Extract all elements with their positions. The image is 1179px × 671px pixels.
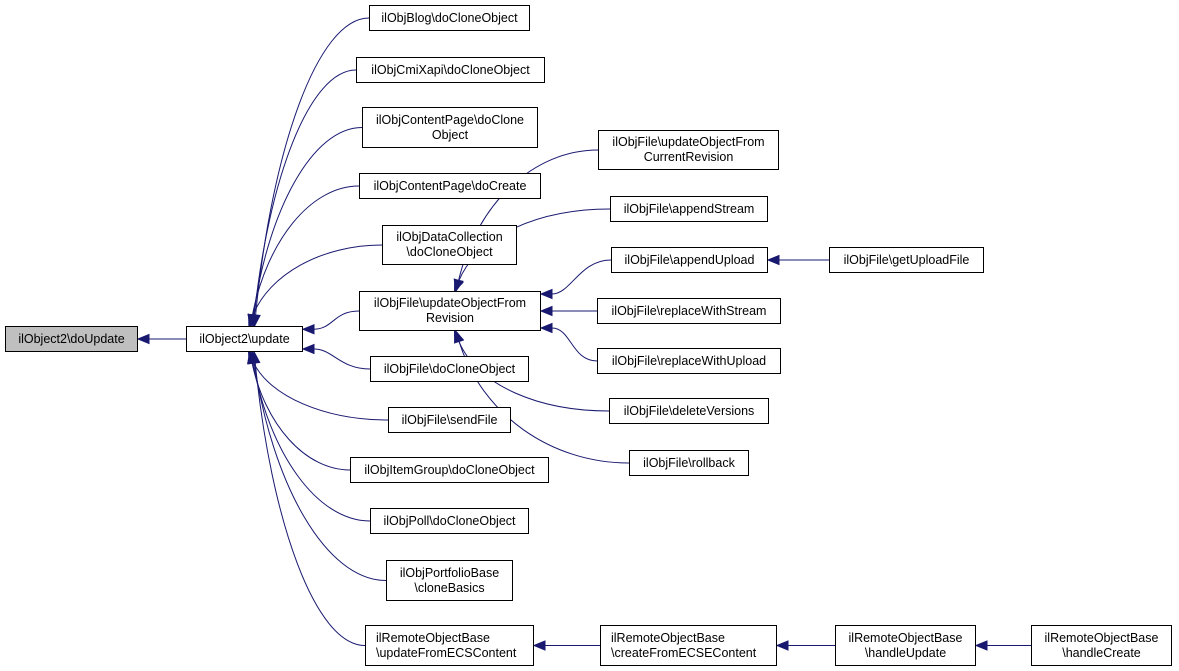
arrowhead-fileUpdRev-to-update (301, 323, 315, 335)
arrowhead-getUpload-to-appendUpload (766, 254, 780, 266)
node-poll-clone[interactable]: ilObjPoll\doCloneObject (370, 508, 529, 534)
node-file-update-from-revision[interactable]: ilObjFile\updateObjectFrom Revision (359, 291, 541, 331)
arrowhead-appendStream-to-fileUpdRev (454, 278, 464, 293)
node-itemgroup-clone[interactable]: ilObjItemGroup\doCloneObject (350, 457, 549, 483)
node-file-clone[interactable]: ilObjFile\doCloneObject (370, 356, 529, 382)
edge-cmiClone-to-update (253, 69, 357, 316)
node-remote-handle-update[interactable]: ilRemoteObjectBase \handleUpdate (835, 625, 976, 666)
node-remote-create-from-ecse[interactable]: ilRemoteObjectBase \createFromECSEConten… (600, 625, 777, 666)
arrowhead-remoteCreate-to-remoteUpd (532, 640, 546, 651)
arrowhead-update-to-doUpdate (136, 333, 150, 345)
edge-remoteUpd-to-update (254, 362, 366, 646)
arrowhead-rollback-to-fileUpdRev (454, 329, 465, 344)
node-blog-clone[interactable]: ilObjBlog\doCloneObject (369, 5, 530, 31)
node-contentpage-create[interactable]: ilObjContentPage\doCreate (359, 173, 541, 199)
arrowhead-appendUpload-to-fileUpdRev (539, 288, 553, 300)
node-portfolio-clonebasics[interactable]: ilObjPortfolioBase \cloneBasics (386, 560, 513, 601)
node-file-sendfile[interactable]: ilObjFile\sendFile (388, 407, 511, 433)
node-remote-handle-create[interactable]: ilRemoteObjectBase \handleCreate (1031, 625, 1172, 666)
arrowhead-handleUpdate-to-remoteCreate (775, 640, 789, 651)
node-cmixapi-clone[interactable]: ilObjCmiXapi\doCloneObject (356, 57, 545, 83)
edge-fileClone-to-update (313, 348, 371, 370)
node-file-delete-versions[interactable]: ilObjFile\deleteVersions (609, 398, 769, 424)
node-file-replace-with-stream[interactable]: ilObjFile\replaceWithStream (597, 298, 781, 324)
node-update[interactable]: ilObject2\update (186, 326, 303, 352)
arrowhead-remoteUpd-to-update (250, 350, 261, 364)
node-file-append-upload[interactable]: ilObjFile\appendUpload (611, 247, 768, 273)
arrowhead-handleCreate-to-handleUpdate (974, 640, 988, 651)
node-datacollection-clone[interactable]: ilObjDataCollection \doCloneObject (382, 225, 517, 265)
edge-fileUpdRev-to-update (313, 310, 360, 330)
edge-blogClone-to-update (255, 17, 370, 316)
arrowhead-dcClone-to-update (248, 313, 258, 328)
edge-dcClone-to-update (252, 244, 383, 316)
edge-portfolio-to-update (253, 362, 387, 581)
node-doUpdate: ilObject2\doUpdate (5, 326, 138, 352)
edge-fileSend-to-update (252, 361, 389, 421)
edge-appendUpload-to-fileUpdRev (551, 259, 612, 295)
node-remote-update-from-ecs[interactable]: ilRemoteObjectBase \updateFromECSContent (365, 625, 534, 666)
edge-replUpload-to-fileUpdRev (551, 327, 598, 362)
arrowhead-replStream-to-fileUpdRev (539, 305, 553, 317)
arrowhead-fileClone-to-update (301, 343, 315, 355)
edge-cpCreate-to-update (251, 185, 360, 316)
arrowhead-replUpload-to-fileUpdRev (539, 322, 553, 334)
node-file-get-upload-file[interactable]: ilObjFile\getUploadFile (829, 247, 984, 273)
node-contentpage-clone[interactable]: ilObjContentPage\doClone Object (362, 107, 538, 148)
edge-cpClone-to-update (252, 127, 363, 316)
node-file-append-stream[interactable]: ilObjFile\appendStream (610, 196, 768, 222)
node-file-rollback[interactable]: ilObjFile\rollback (629, 450, 749, 476)
edge-pollClone-to-update (252, 362, 371, 522)
node-file-replace-with-upload[interactable]: ilObjFile\replaceWithUpload (597, 348, 781, 374)
node-file-update-from-current-revision[interactable]: ilObjFile\updateObjectFrom CurrentRevisi… (598, 130, 779, 170)
